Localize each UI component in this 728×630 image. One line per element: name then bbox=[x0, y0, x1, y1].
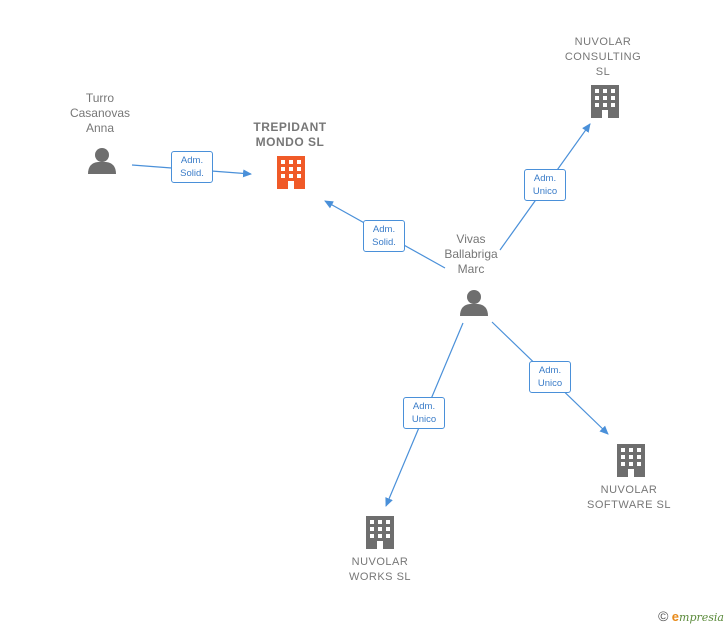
edge-role-label[interactable]: Adm. Unico bbox=[529, 361, 571, 393]
building-icon[interactable] bbox=[591, 85, 619, 118]
copyright-icon: © bbox=[658, 608, 669, 624]
edge-role-label[interactable]: Adm. Solid. bbox=[363, 220, 405, 252]
node-label-nuvolar-software[interactable]: NUVOLAR SOFTWARE SL bbox=[587, 484, 671, 511]
edge-role-label[interactable]: Adm. Unico bbox=[524, 169, 566, 201]
building-icon[interactable] bbox=[366, 516, 394, 549]
copyright-notice: © empresia bbox=[658, 608, 724, 624]
node-label-nuvolar-consulting[interactable]: NUVOLAR CONSULTING SL bbox=[564, 36, 642, 78]
node-label-trepidant[interactable]: TREPIDANT MONDO SL bbox=[253, 120, 327, 149]
node-label-nuvolar-works[interactable]: NUVOLAR WORKS SL bbox=[348, 556, 412, 583]
person-icon[interactable] bbox=[460, 290, 488, 316]
building-icon[interactable] bbox=[617, 444, 645, 477]
brand-logo-initial: e bbox=[671, 609, 680, 624]
edge-role-label[interactable]: Adm. Solid. bbox=[171, 151, 213, 183]
building-icon-main[interactable] bbox=[277, 156, 305, 189]
node-label-turro[interactable]: Turro Casanovas Anna bbox=[69, 91, 131, 135]
edge-role-label[interactable]: Adm. Unico bbox=[403, 397, 445, 429]
brand-logo-text: mpresia bbox=[679, 611, 724, 624]
node-label-vivas[interactable]: Vivas Ballabriga Marc bbox=[444, 232, 498, 276]
person-icon[interactable] bbox=[88, 148, 116, 174]
